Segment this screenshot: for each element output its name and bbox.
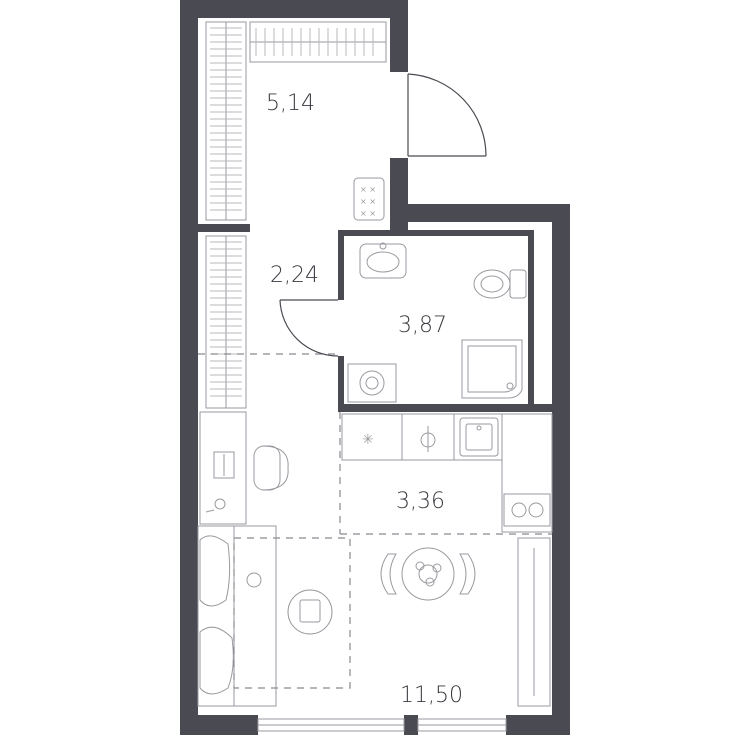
area-wardrobe: 5,14 [266,91,315,116]
wall-wardrobe-right-upper [390,0,408,72]
counter-right [501,413,553,533]
wall-bath-right [528,230,534,412]
bathroom-door [279,299,339,357]
area-living: 11,50 [400,683,463,708]
stove-icon [503,493,551,527]
area-hall: 2,24 [270,263,319,288]
svg-text:× ×: × × [360,197,376,206]
wall-wardrobe-partition [198,224,250,232]
area-kitchen: 3,36 [396,489,445,514]
wall-bath-bottom [338,404,552,412]
tall-cabinet [517,537,551,707]
wall-bath-top [338,230,534,236]
wall-left [180,0,198,735]
svg-text:× ×: × × [360,185,376,194]
kitchen: ✳ [339,412,553,707]
rug [233,537,351,689]
wall-bath-left-upper [338,230,344,300]
washing-machine-icon [347,363,397,403]
wall-bottom-left [180,715,258,735]
kitchen-sink-icon [459,417,499,457]
coffee-table [287,589,333,635]
wall-bottom-right [506,715,570,735]
shower-icon [461,339,523,399]
wall-step-top [390,204,570,222]
wall-top [180,0,408,18]
walls [180,0,570,735]
living-room [197,411,476,707]
chair-right-icon [459,553,476,595]
monitor-icon [213,451,235,479]
wall-right [552,204,570,735]
wardrobe-door [407,73,487,157]
sink-icon [359,243,407,279]
desk-chair-icon [253,445,289,491]
wall-bottom-mid [404,715,418,735]
area-labels: 5,14 2,24 3,87 3,36 11,50 [266,91,463,708]
wardrobe-shelves [205,21,387,409]
toilet-icon [473,269,527,299]
area-bathroom: 3,87 [398,313,447,338]
fridge-icon: ✳ [362,432,374,448]
electrical-panel-icon: × × × × × × [353,177,385,221]
dishwasher-icon [420,426,436,452]
wall-bath-left-lower [338,356,344,412]
windows [257,718,507,732]
svg-text:× ×: × × [360,209,376,218]
lamp-icon [205,498,226,513]
bathroom-fixtures [347,242,527,403]
desk [199,411,247,525]
dining-table [380,547,476,601]
chair-left-icon [380,553,397,595]
sofa [197,525,277,707]
